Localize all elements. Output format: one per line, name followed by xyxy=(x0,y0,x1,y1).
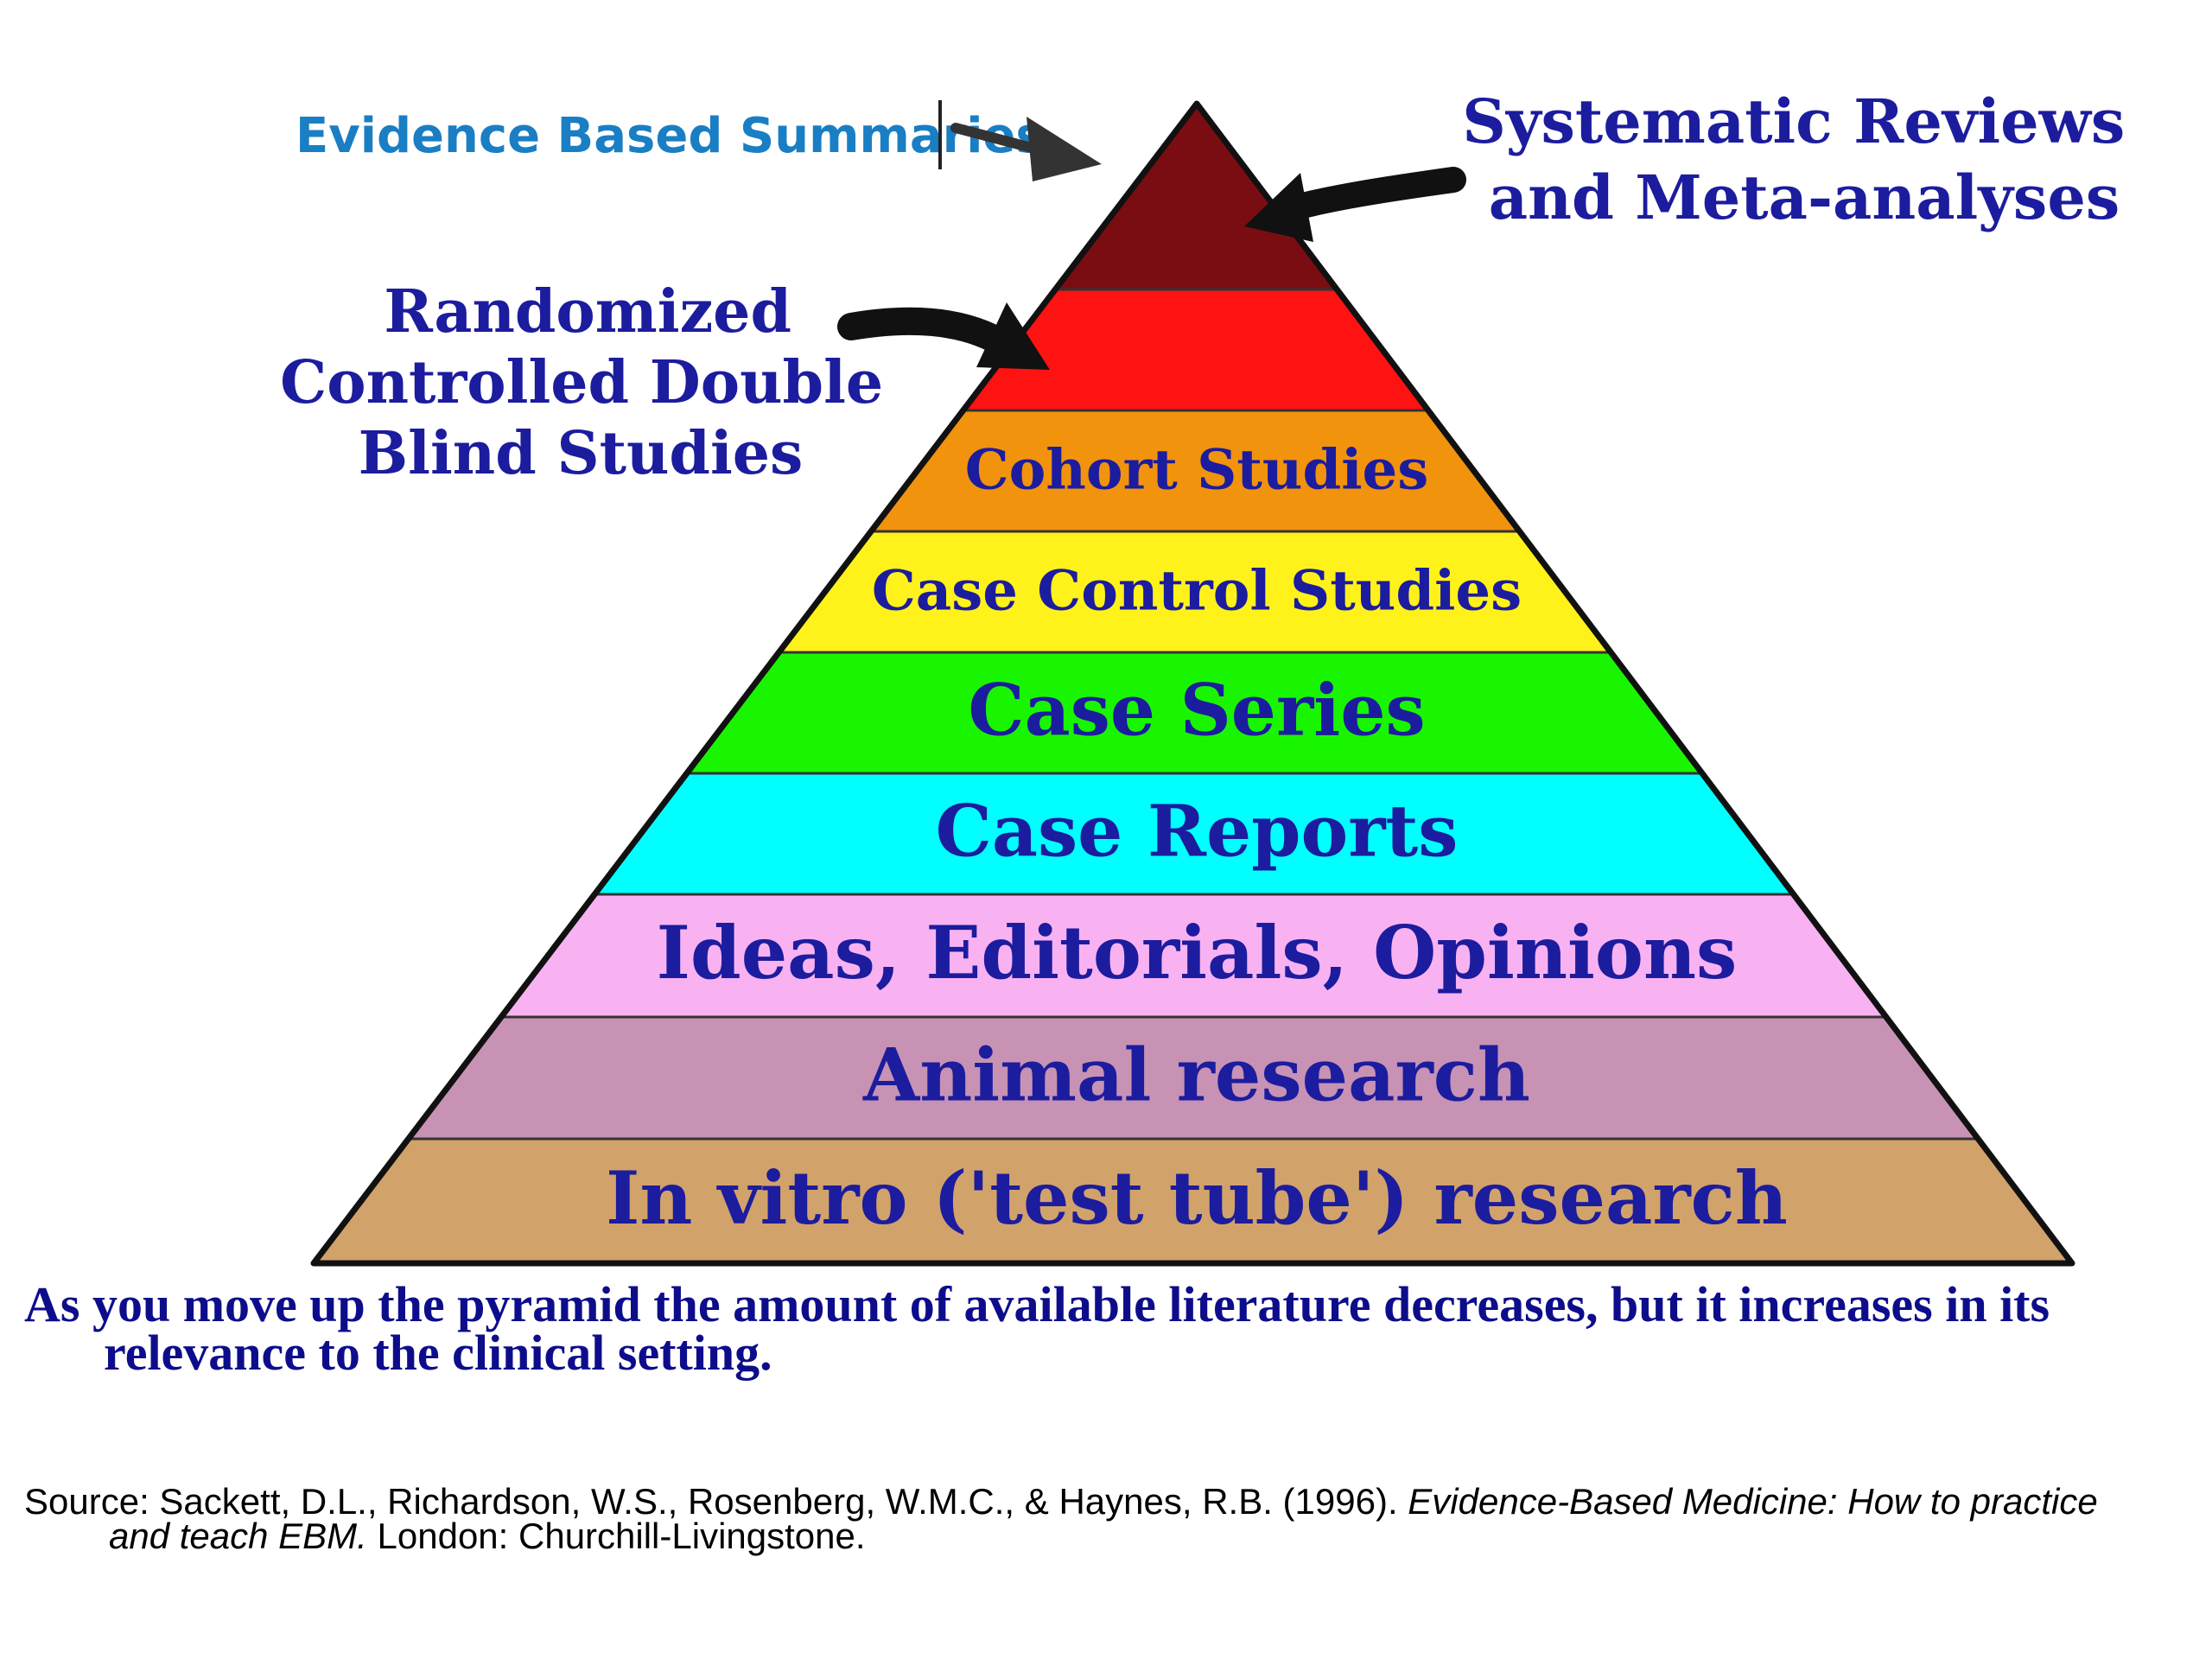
pyramid-tier-label-8: Animal research xyxy=(862,1032,1530,1117)
pyramid-tier-label-5: Case Series xyxy=(968,669,1425,752)
source-prefix: Source: Sackett, D.L., Richardson, W.S.,… xyxy=(24,1481,1408,1522)
systematic-reviews-line-2: and Meta-analyses xyxy=(1489,162,2120,233)
pyramid-tier-label-7: Ideas, Editorials, Opinions xyxy=(657,910,1738,995)
randomized-arrow-icon xyxy=(837,302,1050,370)
pyramid-tier-label-4: Case Control Studies xyxy=(872,559,1522,624)
randomized-controlled-label: Randomized Controlled Double Blind Studi… xyxy=(280,277,904,488)
pyramid-outline xyxy=(310,100,2075,1267)
pyramid-caption: As you move up the pyramid the amount of… xyxy=(24,1276,2050,1381)
pyramid-tier-label-9: In vitro ('test tube') research xyxy=(606,1155,1788,1241)
evidence-based-summaries-label: Evidence Based Summaries xyxy=(296,108,1045,164)
source-suffix: London: Churchill-Livingstone. xyxy=(366,1516,866,1556)
evidence-summaries-arrow-icon xyxy=(950,117,1102,181)
systematic-reviews-arrow-icon xyxy=(1244,167,1466,242)
randomized-line-3: Blind Studies xyxy=(359,419,804,488)
pyramid-tier-label-6: Case Reports xyxy=(936,790,1459,873)
randomized-line-1: Randomized xyxy=(384,277,791,346)
systematic-reviews-line-1: Systematic Reviews xyxy=(1462,86,2125,157)
pyramid-tier-label-3: Cohort Studies xyxy=(965,438,1429,503)
randomized-line-2: Controlled Double xyxy=(280,348,883,417)
systematic-reviews-label: Systematic Reviews and Meta-analyses xyxy=(1462,86,2145,233)
source-citation: Source: Sackett, D.L., Richardson, W.S.,… xyxy=(24,1484,2131,1554)
source-book-title: Evidence-Based Medicine: How to practice… xyxy=(109,1481,2098,1556)
